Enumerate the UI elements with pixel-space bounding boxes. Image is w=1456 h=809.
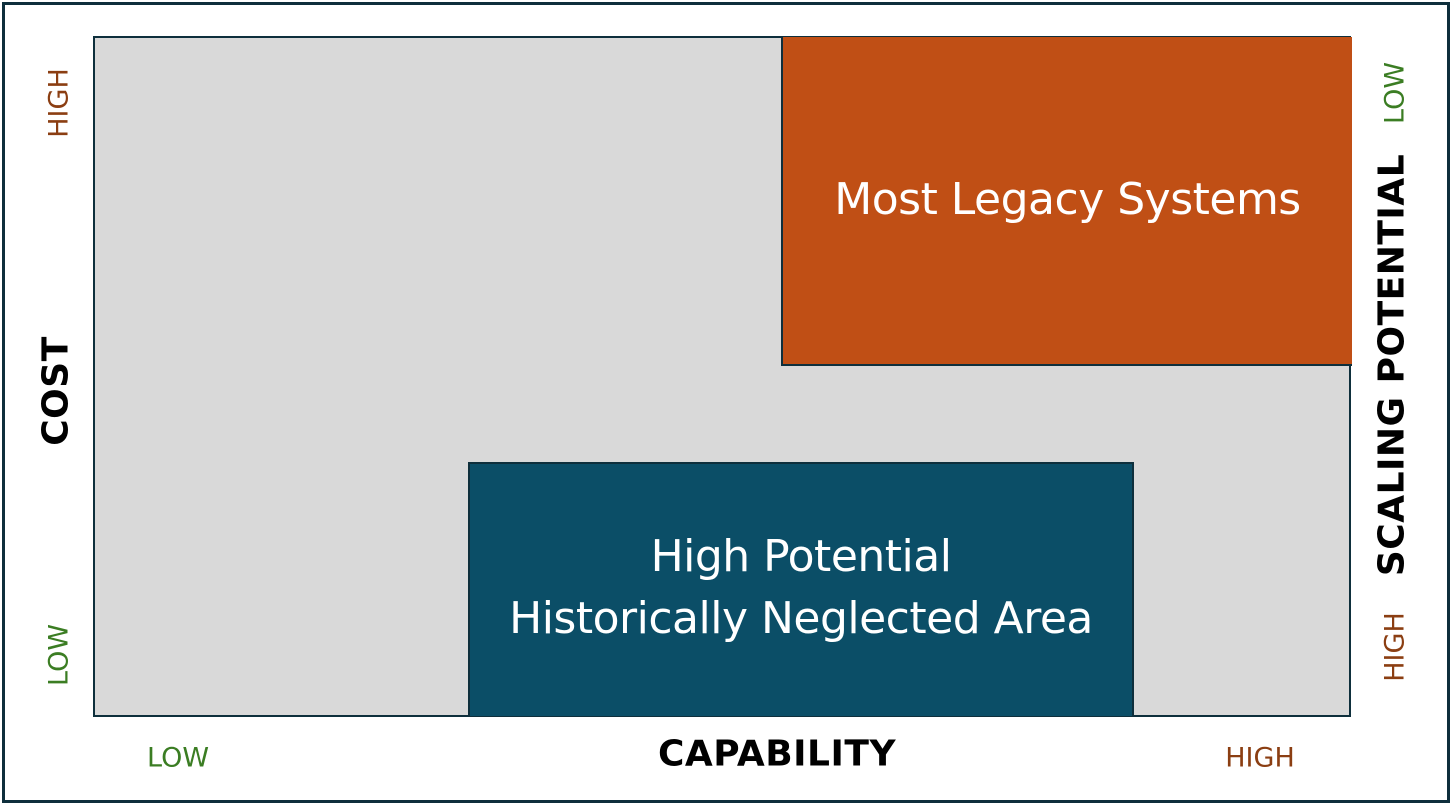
high-potential-label-line-1: High Potential xyxy=(650,531,952,582)
cost-axis-title: COST xyxy=(35,336,77,446)
cost-high-label: HIGH xyxy=(43,68,75,138)
capability-low-label: LOW xyxy=(146,742,210,774)
scaling-potential-high-label: HIGH xyxy=(1379,612,1411,682)
cost-low-label: LOW xyxy=(43,623,75,687)
high-potential-box: High Potential Historically Neglected Ar… xyxy=(468,462,1134,716)
scaling-potential-low-label: LOW xyxy=(1379,61,1411,125)
capability-axis-title: CAPABILITY xyxy=(657,733,897,775)
scaling-potential-axis-title: SCALING POTENTIAL xyxy=(1371,153,1413,577)
legacy-systems-box: Most Legacy Systems xyxy=(781,37,1352,366)
capability-high-label: HIGH xyxy=(1225,742,1295,774)
high-potential-label-line-2: Historically Neglected Area xyxy=(509,593,1093,644)
legacy-systems-label: Most Legacy Systems xyxy=(834,173,1301,225)
